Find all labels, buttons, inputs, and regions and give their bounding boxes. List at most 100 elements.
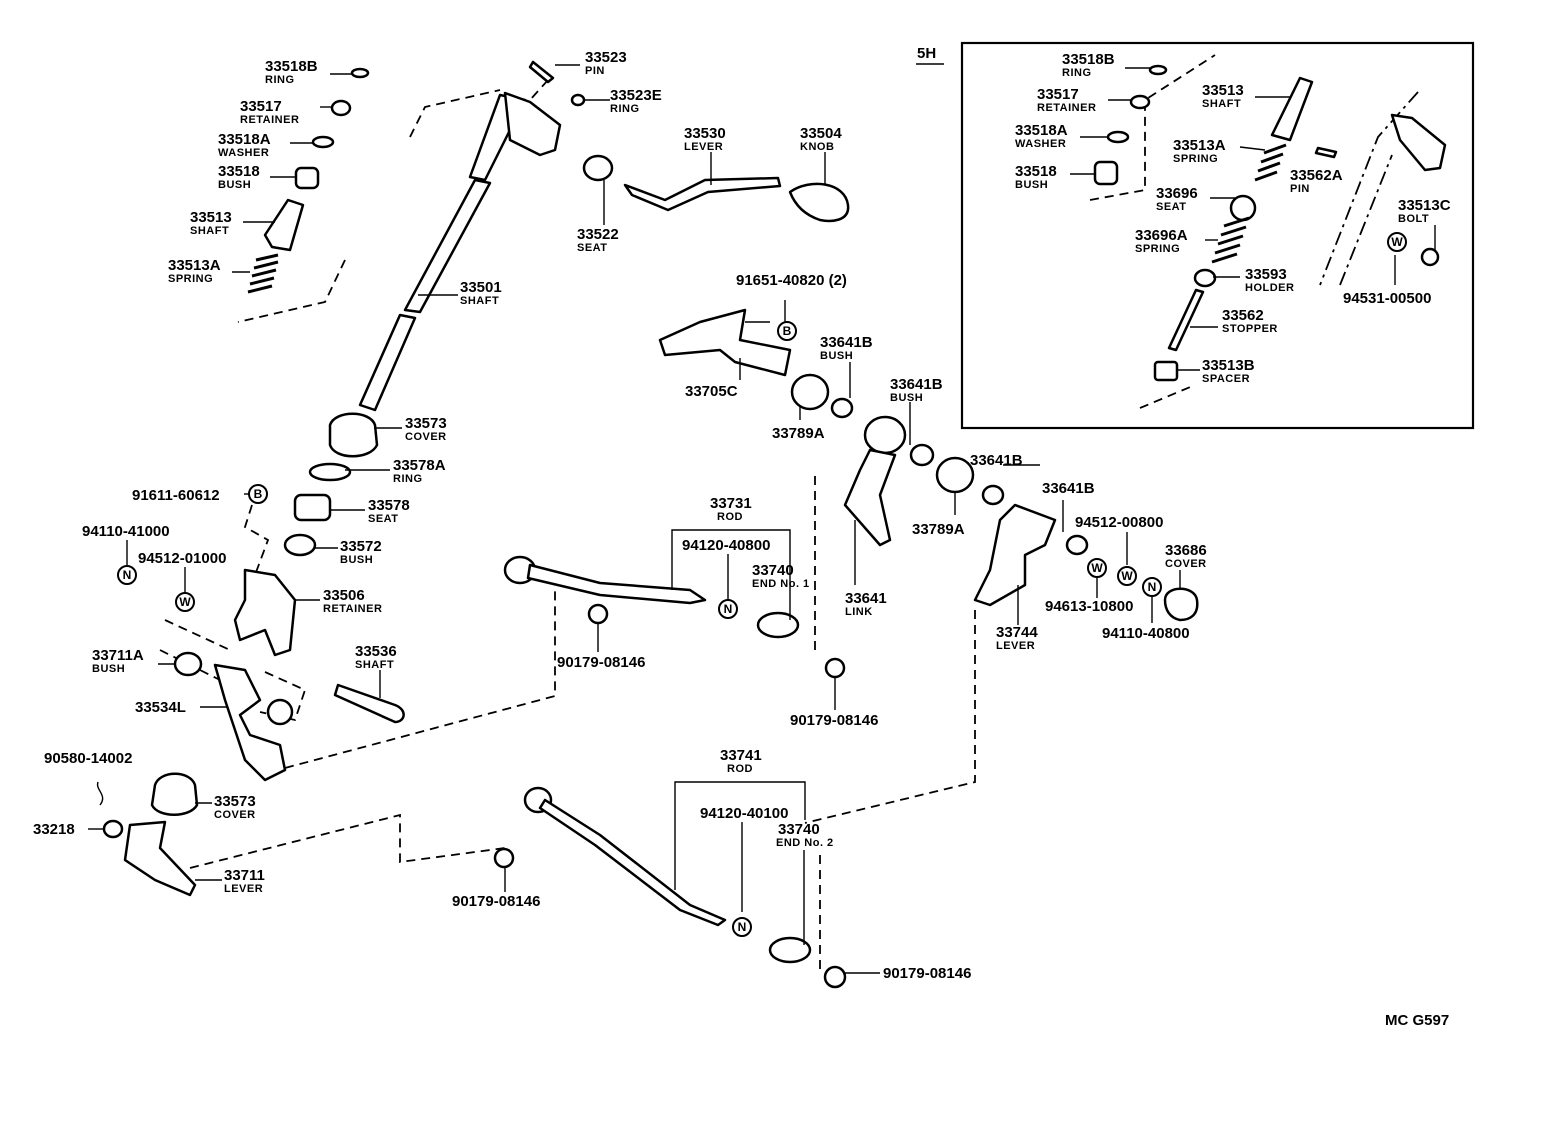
label-num: 33513C — [1398, 197, 1451, 214]
ring-33523e — [570, 93, 586, 107]
label-num: 33711 — [224, 867, 265, 884]
pin-33523 — [528, 60, 555, 84]
label-num: 94110-41000 — [82, 523, 170, 540]
svg-text:N: N — [738, 920, 747, 934]
label-name: WASHER — [218, 147, 269, 159]
label-num: 33513 — [1202, 82, 1244, 99]
symbol-n-2: N — [718, 599, 738, 619]
label-num: 90179-08146 — [452, 893, 540, 910]
washer-33518a — [311, 135, 335, 149]
label-num: 33686 — [1165, 542, 1207, 559]
label-name: RING — [610, 103, 640, 115]
bush-33789a-2 — [935, 456, 975, 494]
label-num: 33501 — [460, 279, 502, 296]
svg-text:N: N — [724, 602, 733, 616]
inset-5h: 5H — [916, 41, 1475, 430]
label-num: 94512-01000 — [138, 550, 226, 567]
label-name: RING — [265, 74, 295, 86]
label-name: ROD — [717, 511, 743, 523]
shaft-33501 — [403, 178, 492, 314]
label-name: COVER — [405, 431, 447, 443]
label-num: 33534L — [135, 699, 186, 716]
label-name: SEAT — [577, 242, 608, 254]
shaft-33501-head — [503, 91, 562, 157]
nut-90179-c — [493, 847, 515, 869]
label-num: 94531-00500 — [1343, 290, 1431, 307]
inset-frame — [960, 41, 1475, 430]
label-name: WASHER — [1015, 138, 1066, 150]
ring-33518b — [350, 67, 370, 79]
label-num: 33696A — [1135, 227, 1188, 244]
label-num: 33504 — [800, 125, 842, 142]
label-name: BUSH — [820, 350, 853, 362]
inset-retainer-33517 — [1129, 94, 1151, 110]
label-num: 33641B — [1042, 480, 1095, 497]
label-name: LEVER — [996, 640, 1035, 652]
label-name: BUSH — [218, 179, 251, 191]
label-num: 33573 — [405, 415, 447, 432]
bush-33641b-3 — [981, 484, 1005, 506]
label-num: 33506 — [323, 587, 365, 604]
bush-33641b-1 — [830, 397, 854, 419]
label-num: 90179-08146 — [883, 965, 971, 982]
label-name: RETAINER — [240, 114, 299, 126]
label-name: SEAT — [1156, 201, 1187, 213]
diagram-code: MC G597 — [1385, 1012, 1449, 1029]
inset-bush-33518 — [1093, 160, 1119, 186]
label-name: BUSH — [92, 663, 125, 675]
symbol-n-1: N — [117, 565, 137, 585]
label-name: KNOB — [800, 141, 834, 153]
symbol-b-1: B — [777, 321, 797, 341]
lever-33530 — [623, 176, 782, 212]
lever-33534l — [213, 663, 287, 782]
label-name: COVER — [214, 809, 256, 821]
label-num: 33789A — [912, 521, 965, 538]
label-num: 33696 — [1156, 185, 1198, 202]
symbol-markers: B B N W N W W N N W — [117, 232, 1407, 937]
inset-spring-33513a — [1254, 143, 1287, 182]
label-name: SEAT — [368, 513, 399, 525]
label-num: 33731 — [710, 495, 752, 512]
seat-33578 — [293, 493, 332, 522]
inset-pin-33562a — [1314, 146, 1338, 159]
label-num: 33562A — [1290, 167, 1343, 184]
label-num: 33513 — [190, 209, 232, 226]
label-name: SPRING — [1135, 243, 1180, 255]
label-num: 33578 — [368, 497, 410, 514]
label-num: 33744 — [996, 624, 1038, 641]
label-name: END No. 1 — [752, 578, 810, 590]
label-name: BUSH — [890, 392, 923, 404]
label-num: 94613-10800 — [1045, 598, 1133, 615]
knob-33504 — [788, 182, 850, 223]
inset-spring-33696a — [1211, 216, 1250, 264]
label-num: 33518 — [1015, 163, 1057, 180]
label-num: 33572 — [340, 538, 382, 555]
shaft-33705c — [658, 308, 792, 377]
bush-33641b-4 — [1065, 534, 1089, 556]
ring-33578a — [308, 462, 352, 482]
label-num: 33513B — [1202, 357, 1255, 374]
shaft-33513 — [263, 198, 305, 252]
label-num: 33517 — [240, 98, 282, 115]
nut-90179-d — [823, 965, 847, 989]
label-num: 33518B — [1062, 51, 1115, 68]
label-num: 33562 — [1222, 307, 1264, 324]
label-name: STOPPER — [1222, 323, 1278, 335]
label-name: LEVER — [684, 141, 723, 153]
label-name: PIN — [585, 65, 605, 77]
label-num: 94512-00800 — [1075, 514, 1163, 531]
label-num: 33518B — [265, 58, 318, 75]
label-name: RING — [393, 473, 423, 485]
leader-lines — [88, 64, 1436, 974]
svg-text:W: W — [1391, 235, 1403, 249]
label-name: SPRING — [168, 273, 213, 285]
seat-33522 — [582, 154, 614, 182]
inset-seat-33696 — [1229, 194, 1257, 222]
label-name: HOLDER — [1245, 282, 1294, 294]
label-num: 33513A — [168, 257, 221, 274]
label-name: SHAFT — [460, 295, 499, 307]
label-name: BUSH — [340, 554, 373, 566]
part-labels: 33518B RING 33517 RETAINER 33518A WASHER… — [33, 49, 1451, 982]
bush-33572 — [283, 533, 317, 557]
